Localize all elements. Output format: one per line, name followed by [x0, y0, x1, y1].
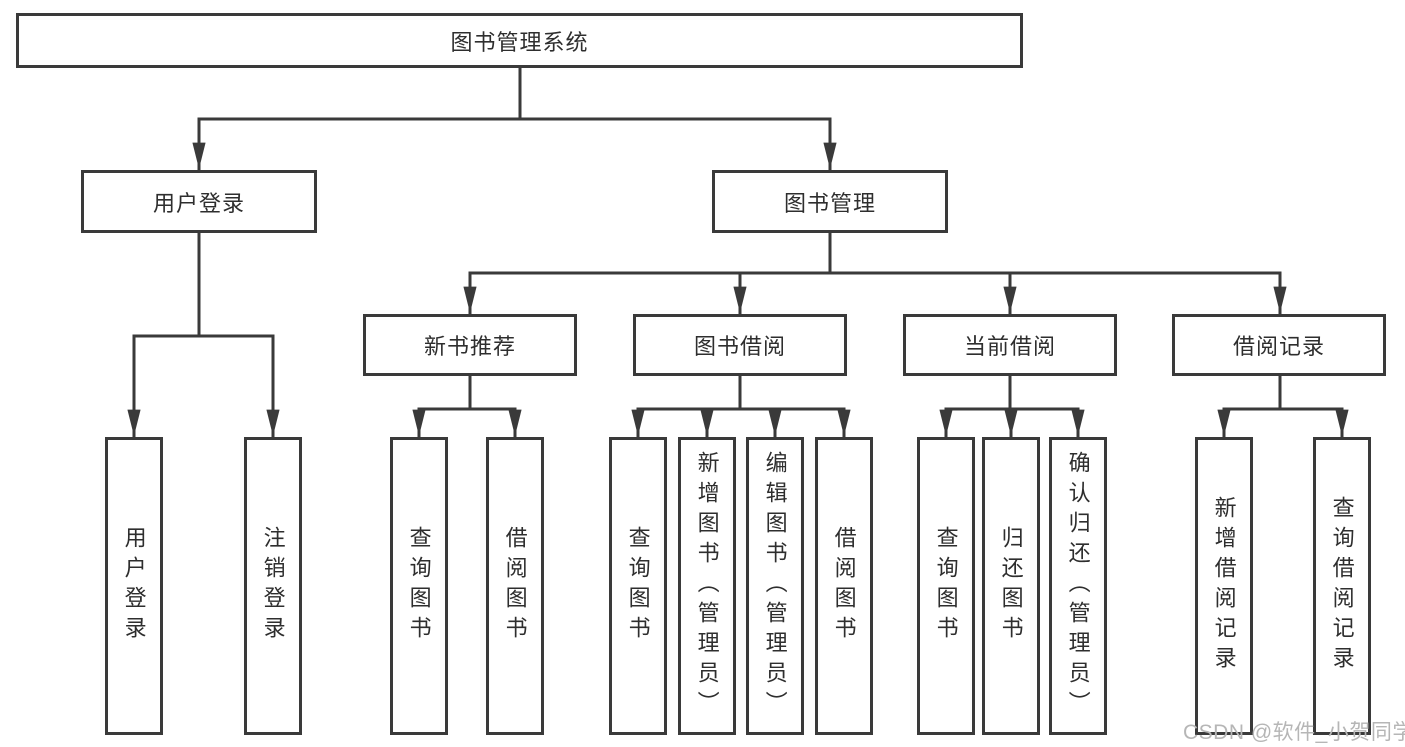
node-label: 查询图书: [406, 526, 432, 646]
node-label: 注销登录: [260, 526, 286, 646]
node-library-system: 图书管理系统: [16, 13, 1023, 68]
leaf-recommend-borrow-books: 借阅图书: [486, 437, 544, 735]
node-label: 确认归还（管理员）: [1065, 451, 1091, 721]
node-label: 借阅图书: [831, 526, 857, 646]
node-new-book-recommend: 新书推荐: [363, 314, 577, 376]
node-label: 图书管理系统: [450, 29, 589, 55]
leaf-query-borrow-record: 查询借阅记录: [1313, 437, 1371, 735]
node-label: 借阅记录: [1232, 334, 1325, 359]
leaf-current-query-books: 查询图书: [917, 437, 975, 735]
leaf-recommend-query-books: 查询图书: [390, 437, 448, 735]
leaf-borrow-books: 借阅图书: [815, 437, 873, 735]
node-label: 用户登录: [152, 190, 245, 216]
node-label: 图书借阅: [693, 334, 786, 359]
leaf-add-borrow-record: 新增借阅记录: [1195, 437, 1253, 735]
node-label: 图书管理: [783, 190, 876, 216]
leaf-confirm-return-admin: 确认归还（管理员）: [1049, 437, 1107, 735]
node-label: 编辑图书（管理员）: [762, 451, 788, 721]
node-label: 查询借阅记录: [1329, 496, 1355, 676]
node-label: 查询图书: [625, 526, 651, 646]
leaf-add-books-admin: 新增图书（管理员）: [678, 437, 736, 735]
node-label: 归还图书: [998, 526, 1024, 646]
node-book-borrow: 图书借阅: [633, 314, 847, 376]
node-label: 查询图书: [933, 526, 959, 646]
leaf-edit-books-admin: 编辑图书（管理员）: [746, 437, 804, 735]
node-current-borrow: 当前借阅: [903, 314, 1117, 376]
leaf-user-login: 用户登录: [105, 437, 163, 735]
node-label: 当前借阅: [963, 334, 1056, 359]
node-label: 新增图书（管理员）: [694, 451, 720, 721]
csdn-watermark: CSDN @软件_小贺同学: [1183, 721, 1405, 744]
node-user-login: 用户登录: [81, 170, 317, 233]
node-label: 新书推荐: [423, 334, 516, 359]
node-label: 新增借阅记录: [1211, 496, 1237, 676]
leaf-borrow-query-books: 查询图书: [609, 437, 667, 735]
node-borrow-record: 借阅记录: [1172, 314, 1386, 376]
node-label: 借阅图书: [502, 526, 528, 646]
leaf-logout: 注销登录: [244, 437, 302, 735]
node-label: 用户登录: [121, 526, 147, 646]
node-book-management: 图书管理: [712, 170, 948, 233]
leaf-return-books: 归还图书: [982, 437, 1040, 735]
